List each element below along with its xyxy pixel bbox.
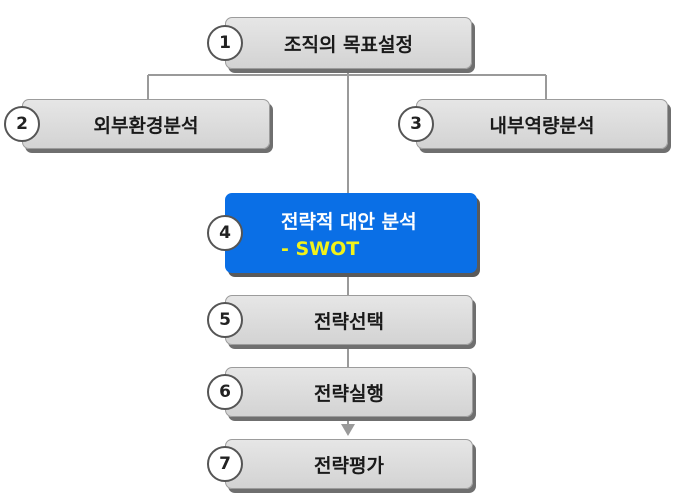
step-2-box: 외부환경분석 (22, 99, 270, 149)
step-3-box: 내부역량분석 (416, 99, 668, 149)
step-4-number: 4 (207, 215, 243, 251)
arrow-head-to-step-7 (341, 424, 355, 436)
step-3-number: 3 (398, 106, 434, 142)
step-6-number: 6 (207, 374, 243, 410)
step-1-label: 조직의 목표설정 (284, 33, 413, 56)
step-4-sublabel: - SWOT (281, 237, 360, 260)
step-4-box: 전략적 대안 분석 - SWOT (225, 193, 477, 273)
step-1-box: 조직의 목표설정 (225, 17, 472, 69)
step-6-box: 전략실행 (225, 367, 473, 417)
step-2-number: 2 (4, 106, 40, 142)
step-2-label: 외부환경분석 (93, 114, 199, 137)
step-5-box: 전략선택 (225, 295, 473, 345)
step-4-label: 전략적 대안 분석 (281, 210, 417, 233)
step-7-label: 전략평가 (314, 454, 384, 477)
step-5-number: 5 (207, 302, 243, 338)
step-7-number: 7 (207, 446, 243, 482)
step-3-label: 내부역량분석 (489, 114, 595, 137)
step-1-number: 1 (207, 25, 243, 61)
step-6-label: 전략실행 (314, 382, 384, 405)
step-7-box: 전략평가 (225, 439, 473, 489)
step-5-label: 전략선택 (314, 310, 384, 333)
